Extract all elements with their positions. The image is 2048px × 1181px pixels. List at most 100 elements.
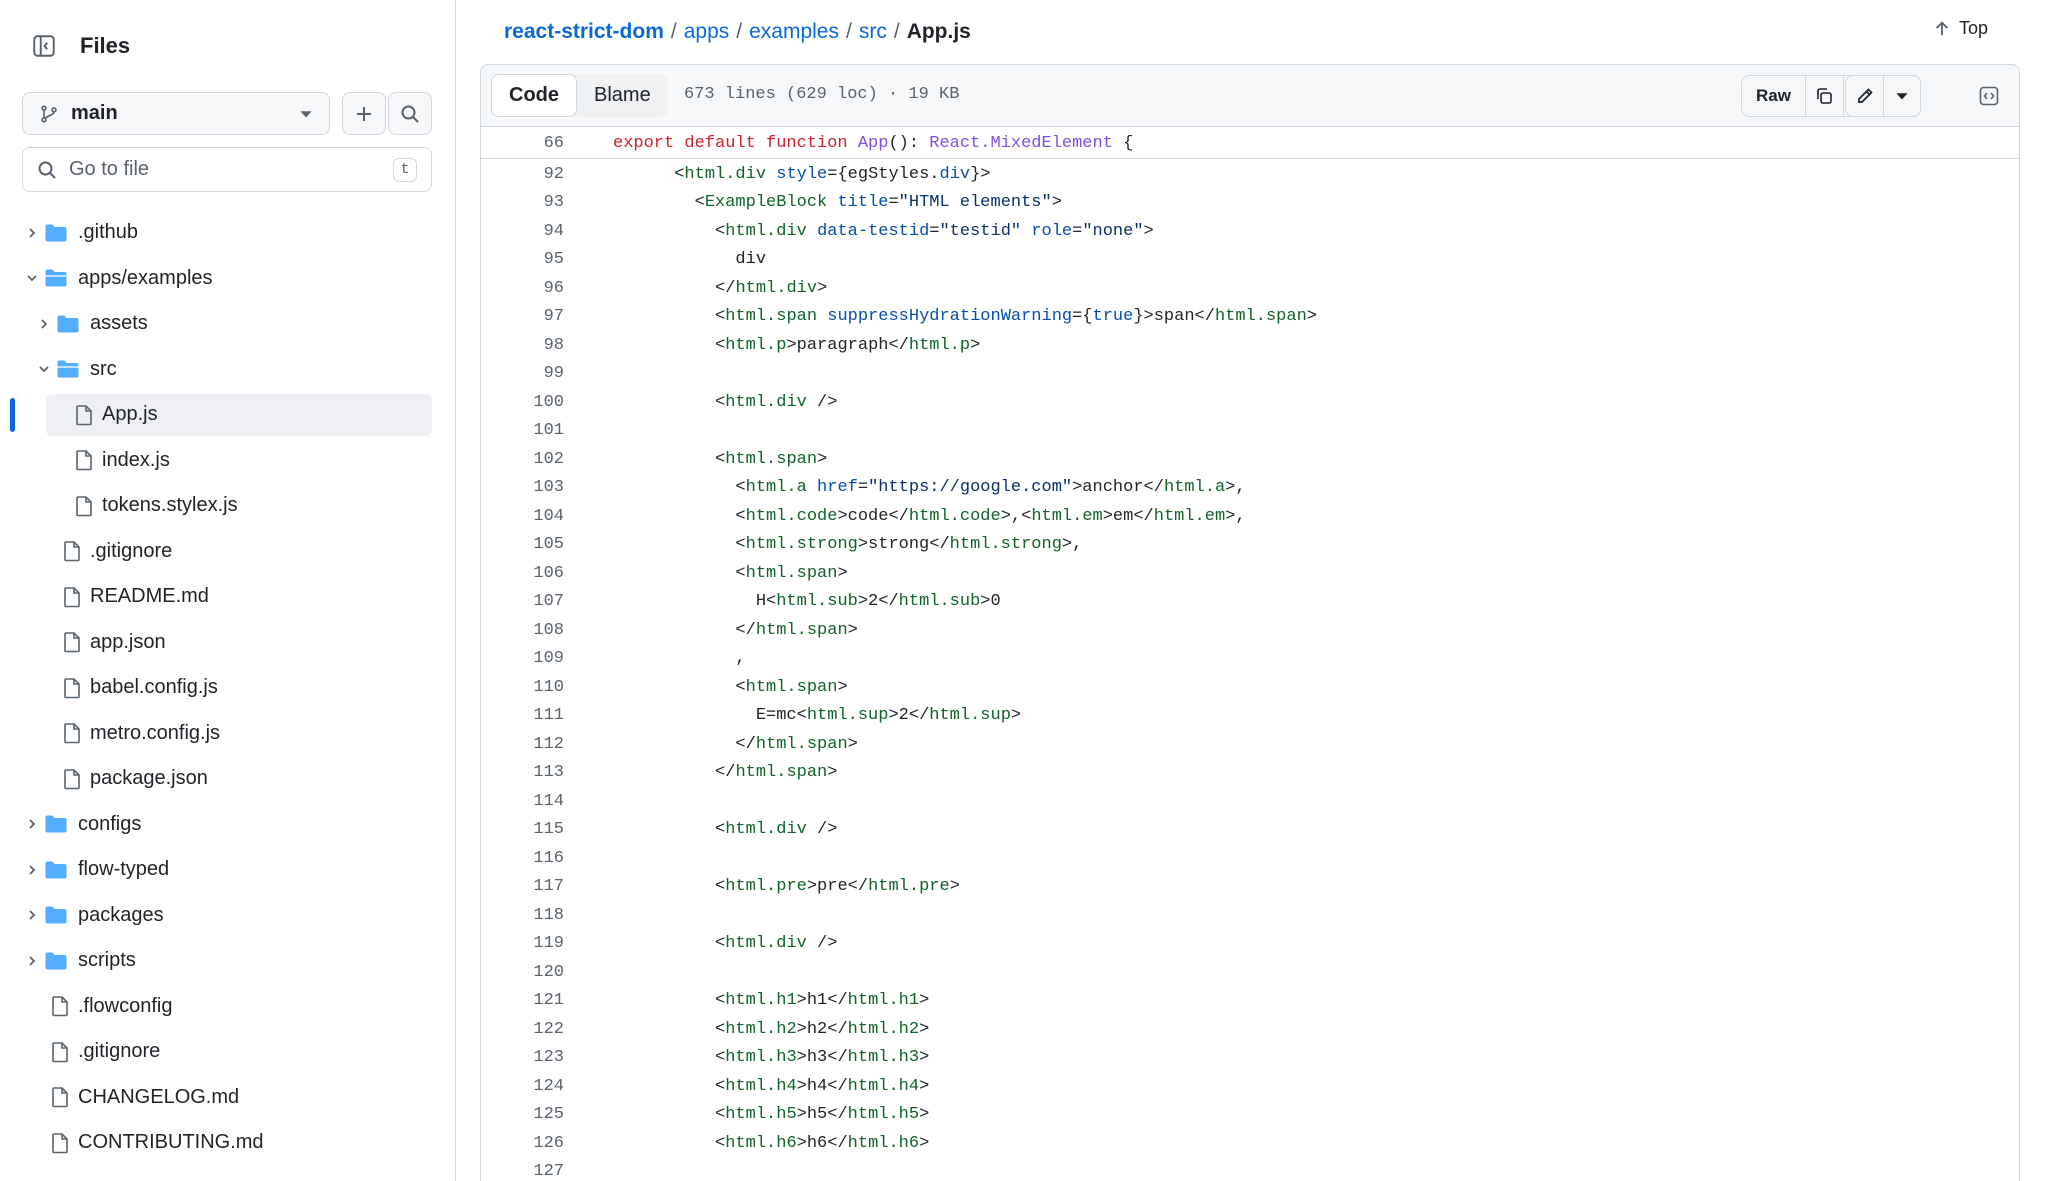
breadcrumb-link-src[interactable]: src (858, 20, 887, 43)
line-number[interactable]: 114 (533, 791, 564, 811)
line-number[interactable]: 109 (533, 649, 564, 669)
line-number[interactable]: 96 (543, 278, 564, 298)
line-number[interactable]: 98 (543, 335, 564, 355)
line-number[interactable]: 103 (533, 478, 564, 498)
blame-tab[interactable]: Blame (594, 84, 651, 106)
symbols-panel-button[interactable] (1971, 77, 2007, 115)
code-tab[interactable]: Code (491, 74, 577, 117)
line-number[interactable]: 122 (533, 1019, 564, 1039)
line-number[interactable]: 94 (543, 221, 564, 241)
line-number[interactable]: 99 (543, 364, 564, 384)
tree-item[interactable]: App.js (0, 392, 456, 438)
line-number[interactable]: 66 (543, 133, 564, 153)
tree-item[interactable]: apps/examples (0, 256, 456, 302)
copy-raw-button[interactable] (1806, 76, 1844, 116)
branch-selector[interactable]: main (22, 92, 330, 135)
line-number[interactable]: 112 (533, 734, 564, 754)
line-number[interactable]: 127 (533, 1162, 564, 1181)
tree-item[interactable]: tokens.stylex.js (0, 483, 456, 529)
line-number[interactable]: 102 (533, 449, 564, 469)
file-icon (62, 677, 82, 699)
tree-item[interactable]: src (0, 347, 456, 393)
chevron-right-icon[interactable] (22, 951, 42, 971)
tree-item-label: package.json (90, 767, 208, 790)
tree-item[interactable]: .gitignore (0, 529, 456, 575)
breadcrumb-link-examples[interactable]: examples (749, 20, 839, 43)
line-number[interactable]: 110 (533, 677, 564, 697)
chevron-right-icon[interactable] (22, 905, 42, 925)
line-number[interactable]: 121 (533, 991, 564, 1011)
code-token: html.h1 (847, 991, 920, 1011)
edit-options-button[interactable] (1884, 76, 1920, 116)
line-number[interactable]: 100 (533, 392, 564, 412)
tree-item[interactable]: assets (0, 301, 456, 347)
tree-item[interactable]: flow-typed (0, 847, 456, 893)
code-line: 99 (481, 360, 2019, 389)
breadcrumb-separator: / (736, 20, 743, 43)
tree-item[interactable]: .gitignore (0, 1029, 456, 1075)
line-number[interactable]: 107 (533, 592, 564, 612)
chevron-right-icon[interactable] (22, 860, 42, 880)
line-number[interactable]: 125 (533, 1105, 564, 1125)
tree-item[interactable]: CHANGELOG.md (0, 1075, 456, 1121)
line-number[interactable]: 104 (533, 506, 564, 526)
code-token: { (1112, 133, 1134, 153)
line-number[interactable]: 118 (533, 905, 564, 925)
collapse-sidebar-button[interactable] (22, 24, 66, 68)
tree-item[interactable]: README.md (0, 574, 456, 620)
chevron-right-icon[interactable] (34, 314, 54, 334)
line-number[interactable]: 108 (533, 620, 564, 640)
line-number[interactable]: 101 (533, 421, 564, 441)
tree-item[interactable]: .flowconfig (0, 984, 456, 1030)
go-to-file-input[interactable] (69, 158, 393, 181)
tree-item[interactable]: metro.config.js (0, 711, 456, 757)
search-files-button[interactable] (388, 92, 432, 135)
chevron-right-icon[interactable] (22, 223, 42, 243)
line-number[interactable]: 111 (533, 706, 564, 726)
line-number[interactable]: 105 (533, 535, 564, 555)
tree-item[interactable]: configs (0, 802, 456, 848)
tree-item[interactable]: .github (0, 210, 456, 256)
tree-item[interactable]: scripts (0, 938, 456, 984)
chevron-down-icon[interactable] (34, 359, 54, 379)
line-number[interactable]: 116 (533, 848, 564, 868)
line-number[interactable]: 115 (533, 820, 564, 840)
line-number[interactable]: 117 (533, 877, 564, 897)
add-file-button[interactable] (342, 92, 386, 135)
line-number[interactable]: 106 (533, 563, 564, 583)
code-text: </html.span> (564, 620, 858, 640)
line-number[interactable]: 113 (533, 763, 564, 783)
chevron-right-icon[interactable] (22, 814, 42, 834)
tree-item-label: app.json (90, 630, 166, 653)
breadcrumb-link-apps[interactable]: apps (683, 20, 730, 43)
tree-item[interactable]: package.json (0, 756, 456, 802)
tree-item[interactable]: index.js (0, 438, 456, 484)
code-token: > (847, 734, 858, 754)
edit-file-button[interactable] (1846, 76, 1884, 116)
tree-item[interactable]: CONTRIBUTING.md (0, 1120, 456, 1166)
chevron-down-icon[interactable] (22, 268, 42, 288)
line-number[interactable]: 93 (543, 193, 564, 213)
code-token: < (715, 1105, 726, 1125)
line-number[interactable]: 120 (533, 962, 564, 982)
raw-button[interactable]: Raw (1742, 76, 1806, 116)
go-to-file-field[interactable]: t (22, 147, 432, 192)
breadcrumb-repo-link[interactable]: react-strict-dom (504, 20, 664, 43)
line-number[interactable]: 97 (543, 307, 564, 327)
search-icon (38, 161, 56, 179)
line-number[interactable]: 95 (543, 250, 564, 270)
scroll-to-top-button[interactable]: Top (1933, 18, 1988, 39)
line-number[interactable]: 119 (533, 934, 564, 954)
line-number[interactable]: 124 (533, 1076, 564, 1096)
line-number[interactable]: 126 (533, 1133, 564, 1153)
code-line: 123 <html.h3>h3</html.h3> (481, 1044, 2019, 1073)
tree-item[interactable]: app.json (0, 620, 456, 666)
tree-item[interactable]: packages (0, 893, 456, 939)
line-number[interactable]: 92 (543, 164, 564, 184)
line-number[interactable]: 123 (533, 1048, 564, 1068)
code-token (766, 165, 776, 184)
tree-item-label: metro.config.js (90, 721, 221, 744)
code-token: > (847, 620, 858, 640)
tree-item[interactable]: babel.config.js (0, 665, 456, 711)
code-token: html.pre (868, 877, 950, 897)
